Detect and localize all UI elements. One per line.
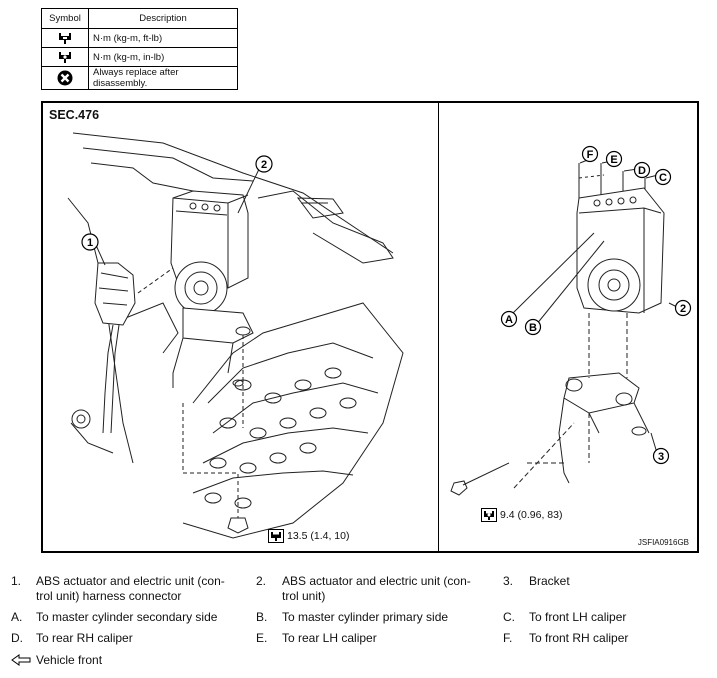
symbol-legend-table: Symbol Description N·m (kg-m, ft-lb) N·m…	[41, 8, 238, 90]
right-torque-spec: 9.4 (0.96, 83)	[481, 508, 562, 522]
svg-text:2: 2	[261, 159, 267, 171]
vehicle-front-legend: Vehicle front	[11, 653, 102, 667]
right-torque-value: 9.4 (0.96, 83)	[500, 509, 563, 521]
part-number: 1.	[11, 574, 22, 588]
legend-description: Always replace after disassembly.	[88, 66, 238, 90]
svg-text:3: 3	[658, 451, 664, 463]
vehicle-front-label: Vehicle front	[36, 653, 103, 667]
torque-wrench-in-lb-icon	[481, 508, 497, 522]
left-installation-drawing: 1 2	[67, 132, 404, 539]
svg-text:D: D	[638, 165, 646, 177]
part-description: To rear RH caliper	[36, 631, 133, 645]
figure-code: JSFIA0916GB	[637, 538, 689, 547]
part-number: 3.	[503, 574, 514, 588]
section-label: SEC.476	[49, 108, 100, 122]
callout-a: A	[500, 310, 518, 328]
callout-2-right: 2	[674, 299, 692, 317]
part-description: Bracket	[529, 574, 570, 588]
torque-wrench-icon	[41, 28, 89, 48]
legend-row: N·m (kg-m, in-lb)	[41, 47, 238, 67]
diagram-frame: SEC.476	[41, 101, 699, 553]
svg-text:A: A	[505, 314, 513, 326]
part-letter: C.	[503, 610, 515, 624]
right-exploded-drawing: F E D C A B 2 3	[450, 145, 692, 496]
torque-wrench-in-lb-icon	[41, 47, 89, 67]
callout-b: B	[524, 318, 542, 336]
part-description: ABS actuator and electric unit (con- tro…	[36, 574, 225, 603]
part-description: ABS actuator and electric unit (con- tro…	[282, 574, 471, 603]
legend-row: Always replace after disassembly.	[41, 66, 238, 90]
legend-row: N·m (kg-m, ft-lb)	[41, 28, 238, 48]
part-description: To front RH caliper	[529, 631, 629, 645]
arrow-left-icon	[11, 654, 31, 666]
svg-text:E: E	[610, 154, 617, 166]
svg-text:C: C	[659, 172, 667, 184]
part-letter: F.	[503, 631, 513, 645]
callout-f: F	[581, 145, 599, 163]
svg-text:2: 2	[680, 303, 686, 315]
callout-2: 2	[255, 155, 273, 173]
callout-e: E	[605, 150, 623, 168]
part-letter: B.	[256, 610, 268, 624]
legend-description: N·m (kg-m, in-lb)	[88, 47, 238, 67]
part-description: To rear LH caliper	[282, 631, 377, 645]
part-letter: A.	[11, 610, 23, 624]
part-description: To master cylinder secondary side	[36, 610, 218, 624]
part-description: To master cylinder primary side	[282, 610, 449, 624]
part-description: To front LH caliper	[529, 610, 627, 624]
left-torque-spec: 13.5 (1.4, 10)	[268, 529, 349, 543]
svg-text:1: 1	[87, 237, 93, 249]
part-letter: E.	[256, 631, 268, 645]
legend-header-description: Description	[88, 8, 238, 29]
callout-3: 3	[652, 447, 670, 465]
always-replace-icon	[41, 66, 89, 90]
panel-divider	[438, 103, 439, 551]
part-number: 2.	[256, 574, 267, 588]
left-torque-value: 13.5 (1.4, 10)	[287, 530, 350, 542]
callout-1: 1	[81, 233, 99, 251]
legend-description: N·m (kg-m, ft-lb)	[88, 28, 238, 48]
svg-text:F: F	[587, 149, 594, 161]
part-letter: D.	[11, 631, 23, 645]
torque-wrench-icon	[268, 529, 284, 543]
callout-d: D	[633, 161, 651, 179]
svg-text:B: B	[529, 322, 537, 334]
callout-c: C	[654, 168, 672, 186]
legend-header-symbol: Symbol	[41, 8, 89, 29]
